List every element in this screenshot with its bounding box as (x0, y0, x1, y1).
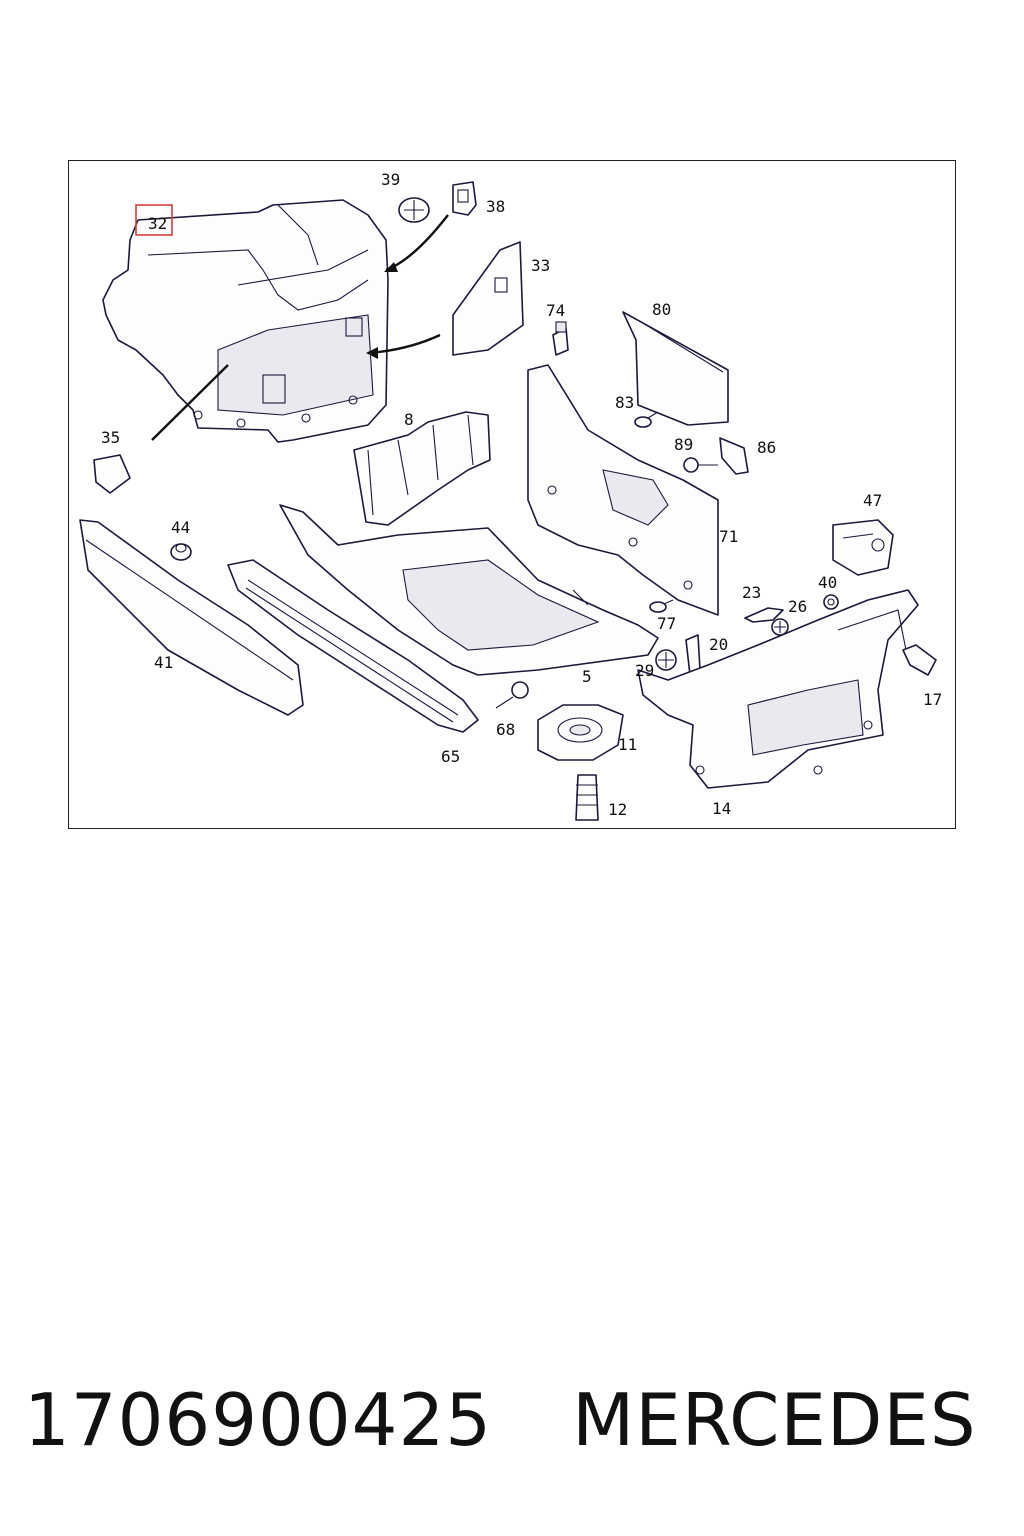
part-89-screw (683, 457, 718, 473)
callout-39: 39 (381, 170, 400, 189)
part-23-bracket (744, 607, 784, 623)
part-8-carrier (353, 411, 491, 526)
part-86-clip (719, 437, 749, 475)
callout-33: 33 (531, 256, 550, 275)
callout-68: 68 (496, 720, 515, 739)
part-40-nut (823, 594, 839, 610)
part-47-module (832, 519, 894, 576)
part-number: 1706900425 (24, 1378, 493, 1462)
callout-47: 47 (863, 491, 882, 510)
part-38-bracket (452, 181, 477, 216)
part-68-screw (495, 681, 529, 709)
callout-83: 83 (615, 393, 634, 412)
callout-41: 41 (154, 653, 173, 672)
callout-32: 32 (148, 214, 167, 233)
callout-38: 38 (486, 197, 505, 216)
callout-44: 44 (171, 518, 190, 537)
callout-40: 40 (818, 573, 837, 592)
callout-35: 35 (101, 428, 120, 447)
callout-8: 8 (404, 410, 414, 429)
part-11-mount (537, 704, 624, 761)
parts-diagram: 32 39 38 33 74 80 83 89 86 35 8 47 44 71… (79, 170, 942, 821)
part-65-sill (227, 559, 479, 733)
callout-77: 77 (657, 614, 676, 633)
callout-65: 65 (441, 747, 460, 766)
part-33-panel (452, 241, 524, 356)
callout-74: 74 (546, 301, 565, 320)
callout-32-highlight-box (135, 204, 173, 236)
callout-17: 17 (923, 690, 942, 709)
callout-5: 5 (582, 667, 592, 686)
callout-23: 23 (742, 583, 761, 602)
part-17-tab (902, 644, 937, 676)
part-39-clip (398, 197, 430, 223)
part-14-assembly (637, 589, 919, 789)
callout-11: 11 (618, 735, 637, 754)
callout-14: 14 (712, 799, 731, 818)
part-41-strip (79, 519, 304, 716)
callout-20: 20 (709, 635, 728, 654)
callout-89: 89 (674, 435, 693, 454)
callout-71: 71 (719, 527, 738, 546)
footer: 1706900425 MERCEDES (24, 1370, 1014, 1470)
part-80-panel (622, 311, 729, 426)
callout-12: 12 (608, 800, 627, 819)
callout-29: 29 (635, 661, 654, 680)
part-74-plug (552, 321, 569, 356)
brand-name: MERCEDES (572, 1378, 977, 1462)
part-12-buffer (575, 774, 599, 821)
callout-86: 86 (757, 438, 776, 457)
part-83-rivet (634, 411, 659, 428)
part-29-grommet (655, 649, 677, 671)
part-77-rivet (649, 599, 674, 613)
part-35-cover (93, 454, 131, 494)
part-5-floor-tray (279, 504, 659, 676)
callout-80: 80 (652, 300, 671, 319)
callout-26: 26 (788, 597, 807, 616)
part-71-side-trim (527, 364, 719, 616)
part-32-trim-panel (102, 199, 389, 443)
part-26-grommet (771, 618, 789, 636)
part-44-nut (170, 543, 192, 561)
